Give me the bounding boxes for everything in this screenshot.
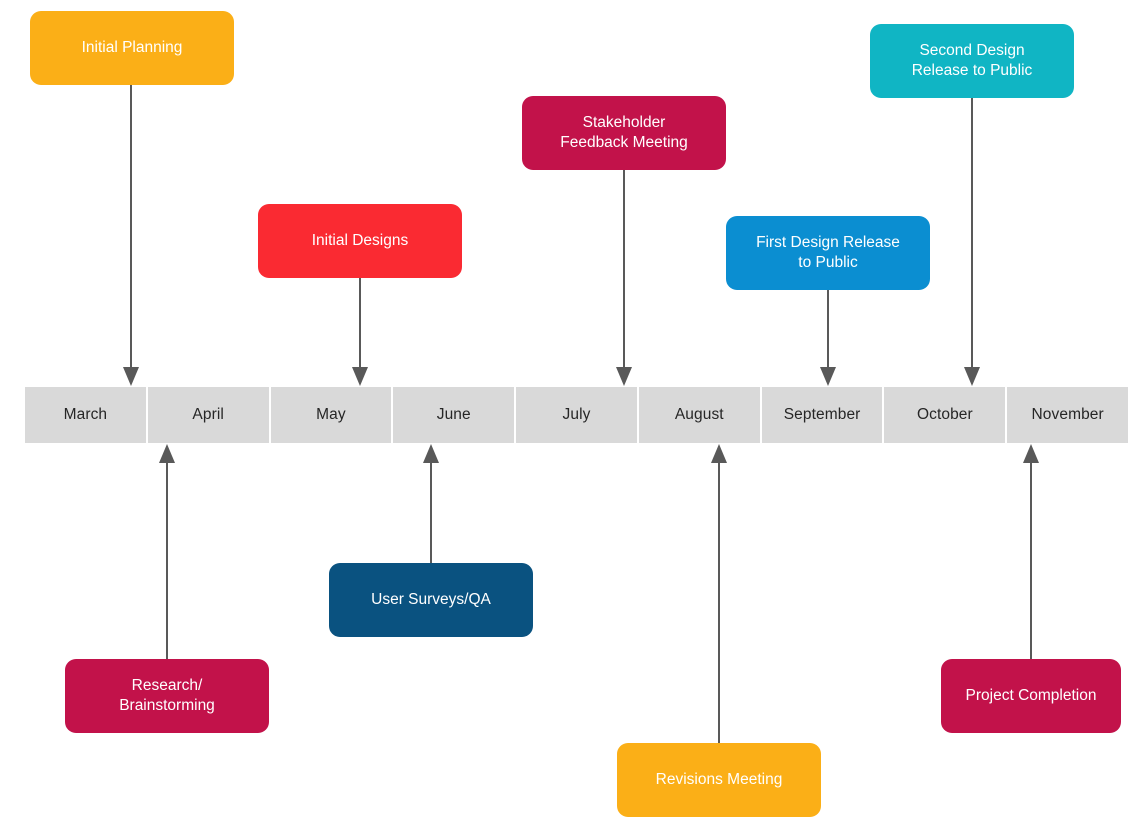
month-cell-june[interactable]: June — [393, 387, 515, 443]
connector-revisions-meeting — [711, 444, 727, 743]
month-cell-april[interactable]: April — [147, 387, 269, 443]
month-cell-march[interactable]: March — [25, 387, 146, 443]
milestone-box-initial-designs[interactable]: Initial Designs — [258, 204, 462, 278]
connector-initial-designs — [352, 278, 368, 386]
connector-arrowhead — [123, 367, 139, 386]
milestone-box-revisions-meeting[interactable]: Revisions Meeting — [617, 743, 821, 817]
month-cell-september[interactable]: September — [761, 387, 883, 443]
connector-arrowhead — [159, 444, 175, 463]
milestone-box-project-completion[interactable]: Project Completion — [941, 659, 1121, 733]
connector-project-completion — [1023, 444, 1039, 659]
connector-stakeholder-feedback-meeting — [616, 170, 632, 386]
connector-arrowhead — [964, 367, 980, 386]
milestone-box-initial-planning[interactable]: Initial Planning — [30, 11, 234, 85]
month-cell-november[interactable]: November — [1007, 387, 1129, 443]
milestone-box-second-design-release-to-public[interactable]: Second Design Release to Public — [870, 24, 1074, 98]
month-cell-july[interactable]: July — [516, 387, 637, 443]
milestone-box-first-design-release-to-public[interactable]: First Design Release to Public — [726, 216, 930, 290]
connector-arrowhead — [616, 367, 632, 386]
month-cell-may[interactable]: May — [270, 387, 392, 443]
milestone-box-research-brainstorming[interactable]: Research/ Brainstorming — [65, 659, 269, 733]
connector-arrowhead — [711, 444, 727, 463]
connector-arrowhead — [352, 367, 368, 386]
connector-arrowhead — [1023, 444, 1039, 463]
month-cell-august[interactable]: August — [638, 387, 760, 443]
connector-arrowhead — [423, 444, 439, 463]
connector-arrowhead — [820, 367, 836, 386]
milestone-box-user-surveys-qa[interactable]: User Surveys/QA — [329, 563, 533, 637]
connector-research-brainstorming — [159, 444, 175, 659]
connector-initial-planning — [123, 85, 139, 386]
connector-user-surveys-qa — [423, 444, 439, 563]
connector-first-design-release-to-public — [820, 290, 836, 386]
milestone-box-stakeholder-feedback-meeting[interactable]: Stakeholder Feedback Meeting — [522, 96, 726, 170]
month-cell-october[interactable]: October — [884, 387, 1006, 443]
connector-second-design-release-to-public — [964, 98, 980, 386]
